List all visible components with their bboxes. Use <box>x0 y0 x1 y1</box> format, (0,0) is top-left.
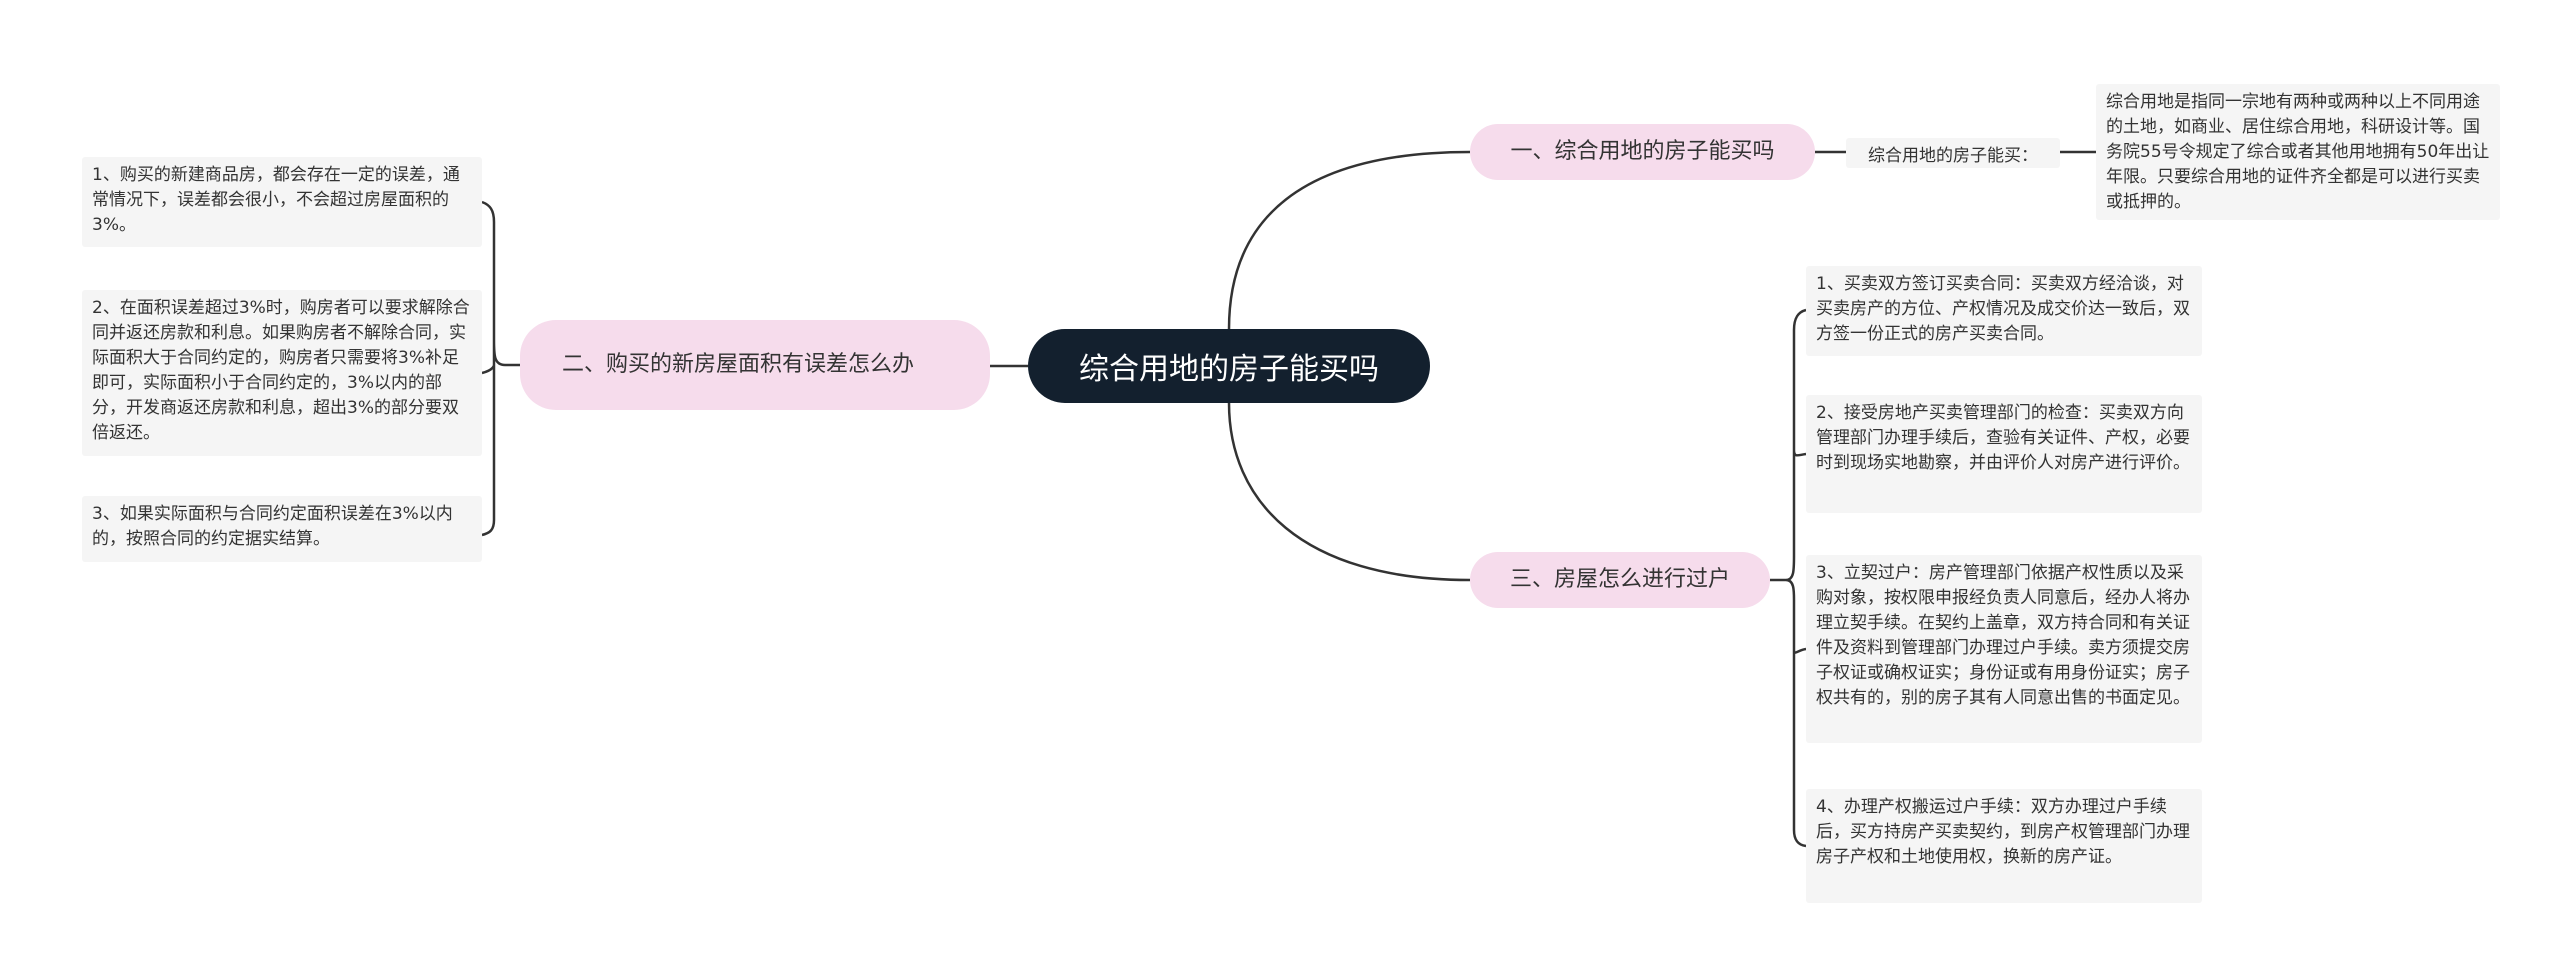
branch-topic-1-label: 一、综合用地的房子能买吗 <box>1510 139 1775 164</box>
leaf-3-3-text: 3、立契过户：房产管理部门依据产权性质以及采购对象，按权限申报经负责人同意后，经… <box>1816 563 2190 708</box>
link-branch-2-bracket <box>481 200 520 537</box>
link-root-branch-1 <box>1227 150 1471 330</box>
leaf-3-1[interactable]: 1、买卖双方签订买卖合同：买卖双方经洽谈，对买卖房产的方位、产权情况及成交价达一… <box>1806 266 2202 356</box>
leaf-3-3[interactable]: 3、立契过户：房产管理部门依据产权性质以及采购对象，按权限申报经负责人同意后，经… <box>1806 555 2202 743</box>
branch-topic-2-label: 二、购买的新房屋面积有误差怎么办 <box>562 352 915 377</box>
root-topic[interactable]: 综合用地的房子能买吗 <box>1028 329 1430 403</box>
leaf-2-1[interactable]: 1、购买的新建商品房，都会存在一定的误差，通常情况下，误差都会很小，不会超过房屋… <box>82 157 482 247</box>
leaf-2-3-text: 3、如果实际面积与合同约定面积误差在3%以内的，按照合同的约定据实结算。 <box>92 504 453 549</box>
branch-1-sublabel[interactable]: 综合用地的房子能买： <box>1846 138 2060 168</box>
branch-topic-3[interactable]: 三、房屋怎么进行过户 <box>1470 552 1770 608</box>
leaf-1-1-text: 综合用地是指同一宗地有两种或两种以上不同用途的土地，如商业、居住综合用地，科研设… <box>2106 92 2490 212</box>
leaf-3-4-text: 4、办理产权搬运过户手续：双方办理过户手续后，买方持房产买卖契约，到房产权管理部… <box>1816 797 2190 867</box>
leaf-1-1[interactable]: 综合用地是指同一宗地有两种或两种以上不同用途的土地，如商业、居住综合用地，科研设… <box>2096 84 2500 220</box>
leaf-2-2[interactable]: 2、在面积误差超过3%时，购房者可以要求解除合同并返还房款和利息。如果购房者不解… <box>82 290 482 456</box>
branch-topic-2[interactable]: 二、购买的新房屋面积有误差怎么办 <box>520 320 990 410</box>
leaf-3-1-text: 1、买卖双方签订买卖合同：买卖双方经洽谈，对买卖房产的方位、产权情况及成交价达一… <box>1816 274 2190 344</box>
root-topic-label: 综合用地的房子能买吗 <box>1079 352 1379 387</box>
leaf-2-1-text: 1、购买的新建商品房，都会存在一定的误差，通常情况下，误差都会很小，不会超过房屋… <box>92 165 460 235</box>
branch-1-sublabel-text: 综合用地的房子能买： <box>1868 145 2038 166</box>
branch-topic-1[interactable]: 一、综合用地的房子能买吗 <box>1470 124 1815 180</box>
leaf-3-2[interactable]: 2、接受房地产买卖管理部门的检查：买卖双方向管理部门办理手续后，查验有关证件、产… <box>1806 395 2202 513</box>
leaf-2-2-text: 2、在面积误差超过3%时，购房者可以要求解除合同并返还房款和利息。如果购房者不解… <box>92 298 470 443</box>
leaf-3-4[interactable]: 4、办理产权搬运过户手续：双方办理过户手续后，买方持房产买卖契约，到房产权管理部… <box>1806 789 2202 903</box>
branch-topic-3-label: 三、房屋怎么进行过户 <box>1509 567 1730 592</box>
leaf-3-2-text: 2、接受房地产买卖管理部门的检查：买卖双方向管理部门办理手续后，查验有关证件、产… <box>1816 403 2190 473</box>
link-branch-3-bracket <box>1770 308 1807 848</box>
link-root-branch-3 <box>1227 402 1471 582</box>
leaf-2-3[interactable]: 3、如果实际面积与合同约定面积误差在3%以内的，按照合同的约定据实结算。 <box>82 496 482 562</box>
